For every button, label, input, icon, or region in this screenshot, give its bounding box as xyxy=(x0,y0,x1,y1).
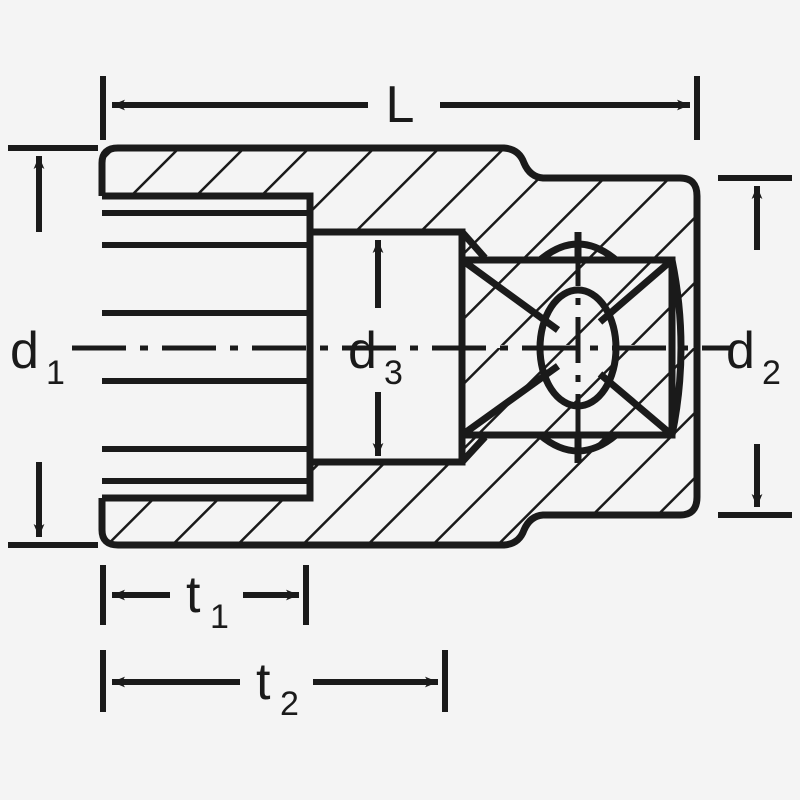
dimension-label-t2: t xyxy=(256,653,271,711)
dimension-L: L xyxy=(100,76,700,140)
dimension-label-d2-subscript: 2 xyxy=(762,354,781,392)
dimension-t2: t 2 xyxy=(100,650,448,723)
socket-body-outline xyxy=(98,144,701,549)
dimension-label-d1-subscript: 1 xyxy=(46,354,65,392)
dimension-label-t2-subscript: 2 xyxy=(280,685,299,723)
dimension-d3: d 3 xyxy=(348,240,403,456)
dimension-label-d3: d xyxy=(348,322,377,380)
socket-flute-lines xyxy=(102,210,310,484)
dimension-label-L: L xyxy=(386,76,415,134)
dimension-label-d1: d xyxy=(10,322,39,380)
dimension-label-d2: d xyxy=(726,322,755,380)
dimension-label-t1-subscript: 1 xyxy=(210,598,229,636)
dimension-t1: t 1 xyxy=(100,565,309,636)
socket-twelve-point-opening xyxy=(102,192,314,502)
dimension-d2: d 2 xyxy=(718,175,792,518)
dimension-label-d3-subscript: 3 xyxy=(384,354,403,392)
dimension-label-t1: t xyxy=(186,566,201,624)
dimension-d1: d 1 xyxy=(8,145,98,548)
